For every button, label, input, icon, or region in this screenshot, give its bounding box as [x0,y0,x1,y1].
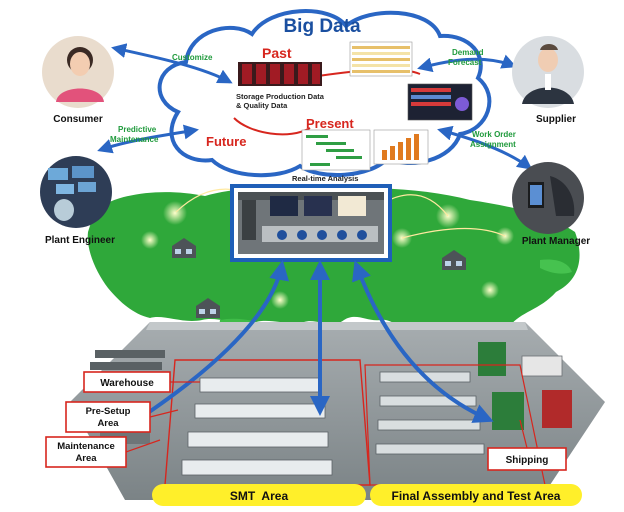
consumer-label: Consumer [53,114,103,125]
work-order-line-1: Work Order [472,130,516,139]
maintenance-label-line-2: Area [75,453,97,464]
future-label: Future [206,134,246,149]
past-server-image [238,62,322,86]
building-icon [172,238,196,258]
consumer-photo [42,36,114,108]
past-caption-line-2: & Quality Data [236,101,288,110]
area-label-boxes [45,371,567,471]
presetup-label-line-2: Area [97,418,119,429]
smt-area-label: SMT Area [230,489,289,503]
supplier-label: Supplier [536,114,576,125]
customize-label: Customize [172,53,213,62]
present-label: Present [306,116,354,131]
past-label: Past [262,45,292,61]
plant-manager-photo [512,162,584,234]
text-layer: Big Data Past Storage Production Data & … [45,16,590,503]
gantt-thumbnail [301,129,371,171]
past-caption-line-1: Storage Production Data [236,92,325,101]
supplier-photo [512,36,584,108]
present-caption: Real-time Analysis [292,174,358,183]
predictive-maintenance-line-2: Maintenance [110,135,159,144]
warehouse-label: Warehouse [100,378,154,389]
connector-arrows [97,43,533,433]
bar-chart-thumbnail [373,129,429,165]
cloud-title: Big Data [283,16,361,37]
zone-bars [152,484,582,506]
final-assembly-label: Final Assembly and Test Area [392,489,561,503]
spreadsheet-thumbnail [349,41,413,77]
plant-manager-label: Plant Manager [522,236,590,247]
shipping-label: Shipping [506,455,549,466]
green-storage-racks [478,342,572,430]
control-room [230,184,392,262]
predictive-maintenance-line-1: Predictive [118,125,157,134]
maintenance-label-line-1: Maintenance [57,441,115,452]
plant-engineer-photo [40,156,112,228]
work-order-line-2: Assignment [470,140,516,149]
demand-forecast-line-1: Demand [452,48,484,57]
final-assembly-band [370,484,582,506]
presetup-label-line-1: Pre-Setup [86,406,131,417]
smt-area-band [152,484,366,506]
demand-forecast-line-2: Forecast [448,58,482,67]
plant-engineer-label: Plant Engineer [45,235,115,246]
dashboard-thumbnail [407,83,473,121]
